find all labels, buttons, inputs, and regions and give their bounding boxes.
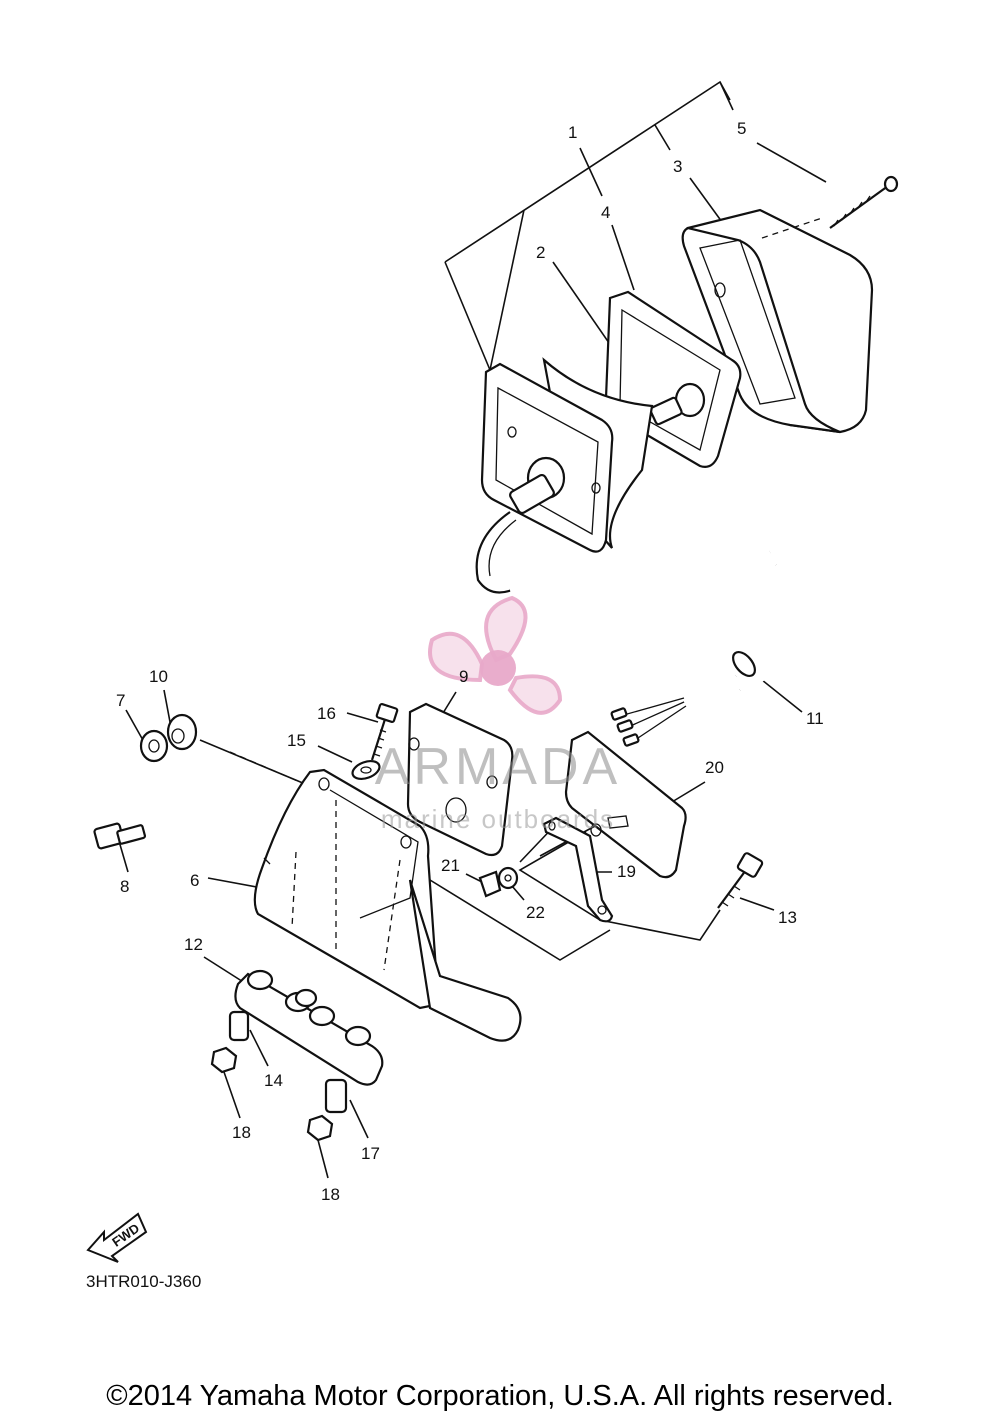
- washer-part-22: [497, 866, 519, 890]
- callout-17: 17: [361, 1144, 380, 1163]
- callout-1: 1: [568, 123, 577, 142]
- callout-18-left: 18: [232, 1123, 251, 1142]
- nut-part-18-left: [210, 1046, 238, 1074]
- callout-5: 5: [737, 119, 746, 138]
- callout-7: 7: [116, 691, 125, 710]
- callout-18-right: 18: [321, 1185, 340, 1204]
- callout-21: 21: [441, 856, 460, 875]
- callout-12: 12: [184, 935, 203, 954]
- collar-part-17: [324, 1078, 348, 1114]
- grommet-part-10: [166, 713, 198, 751]
- bolt-part-8: [93, 822, 147, 850]
- lamp-base-part-1: [480, 357, 654, 553]
- callout-16: 16: [317, 704, 336, 723]
- assembly-bracket-lines: [444, 80, 734, 371]
- propeller-logo-icon: [428, 595, 563, 715]
- callout-labels: 1 2 3 4 5 6 7 8 9 10 11 12 13 14 15 16 1…: [116, 119, 824, 1204]
- callout-2: 2: [536, 243, 545, 262]
- bolt-part-16: [370, 702, 399, 761]
- callout-13: 13: [778, 908, 797, 927]
- fender-part-6: [253, 768, 522, 1042]
- callout-20: 20: [705, 758, 724, 777]
- copyright-notice: ©2014 Yamaha Motor Corporation, U.S.A. A…: [106, 1380, 894, 1412]
- callout-22: 22: [526, 903, 545, 922]
- washer-part-7: [139, 729, 169, 763]
- collar-part-14: [228, 1010, 250, 1042]
- plate-part-9: [406, 702, 514, 857]
- callout-11: 11: [806, 709, 824, 728]
- armada-watermark: ARMADA marine outboards: [375, 595, 621, 834]
- callout-4: 4: [601, 203, 610, 222]
- nut-part-18-right: [306, 1114, 334, 1142]
- washer-part-15: [351, 759, 381, 781]
- reflector-part-20: [564, 730, 687, 879]
- reference-code: 3HTR010-J360: [86, 1272, 202, 1291]
- callout-3: 3: [673, 157, 682, 176]
- callout-9: 9: [459, 667, 468, 686]
- forward-direction-arrow-icon: FWD: [86, 1212, 148, 1263]
- wiring-harness-part-11: [475, 511, 805, 747]
- callout-14: 14: [264, 1071, 283, 1090]
- screw-part-5: [829, 175, 899, 229]
- callout-10: 10: [149, 667, 168, 686]
- watermark-subtitle: marine outboards: [381, 804, 615, 834]
- watermark-title: ARMADA: [375, 738, 621, 796]
- bracket-part-19: [542, 816, 614, 923]
- lens-cover-part-3: [681, 208, 874, 434]
- callout-15: 15: [287, 731, 306, 750]
- callout-19: 19: [617, 862, 636, 881]
- callout-8: 8: [120, 877, 129, 896]
- bulb-part-2: [649, 382, 706, 426]
- bolt-part-13: [717, 852, 764, 909]
- grommet-strip-part-12: [234, 969, 384, 1086]
- callout-6: 6: [190, 871, 199, 890]
- bolt-part-21: [478, 870, 502, 898]
